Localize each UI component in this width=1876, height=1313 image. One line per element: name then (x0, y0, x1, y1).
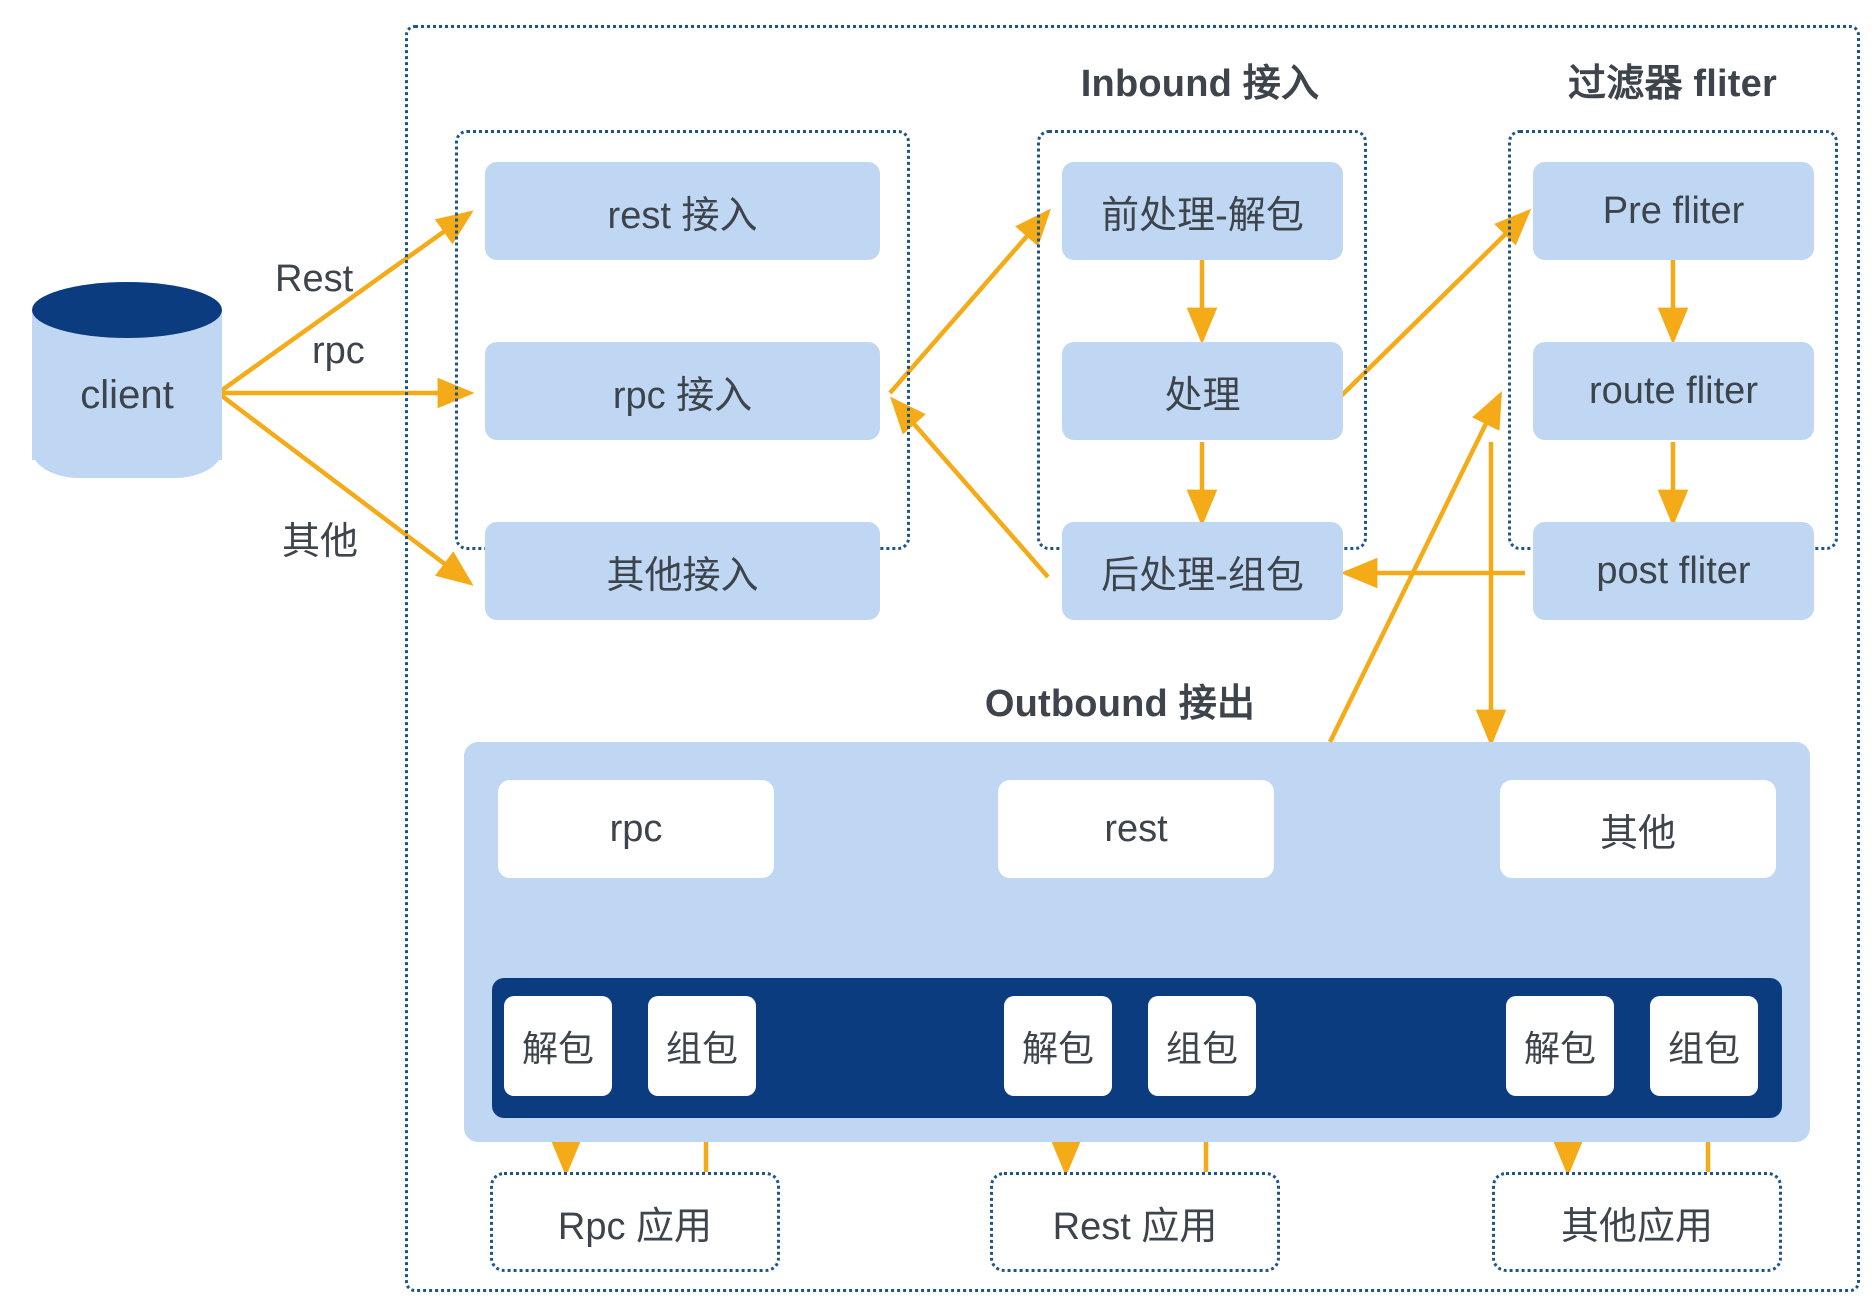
codec-decode-rest[interactable]: 解包 (1004, 996, 1112, 1096)
app-rest[interactable]: Rest 应用 (990, 1172, 1280, 1272)
node-other-access-label: 其他接入 (606, 554, 759, 597)
app-rpc-label: Rpc 应用 (557, 1205, 713, 1248)
codec-encode-rpc[interactable]: 组包 (648, 996, 756, 1096)
node-rest-access-label: rest 接入 (607, 194, 758, 237)
node-other-access[interactable]: 其他接入 (485, 522, 880, 620)
app-other[interactable]: 其他应用 (1492, 1172, 1782, 1272)
codec-encode-rpc-label: 组包 (665, 1028, 738, 1069)
node-post-fliter[interactable]: post fliter (1533, 522, 1814, 620)
codec-decode-other[interactable]: 解包 (1506, 996, 1614, 1096)
node-preprocess-decode[interactable]: 前处理-解包 (1062, 162, 1343, 260)
outbound-protocol-rest[interactable]: rest (998, 780, 1274, 878)
codec-decode-rpc-label: 解包 (521, 1028, 594, 1069)
node-pre-fliter[interactable]: Pre fliter (1533, 162, 1814, 260)
node-rest-access[interactable]: rest 接入 (485, 162, 880, 260)
client-label: client (80, 372, 174, 417)
codec-encode-other-label: 组包 (1667, 1028, 1740, 1069)
codec-decode-rpc[interactable]: 解包 (504, 996, 612, 1096)
node-process-label: 处理 (1164, 374, 1241, 417)
app-rpc[interactable]: Rpc 应用 (490, 1172, 780, 1272)
codec-encode-other[interactable]: 组包 (1650, 996, 1758, 1096)
app-rest-label: Rest 应用 (1052, 1205, 1218, 1248)
outbound-group-caption: Outbound 接出 (984, 683, 1256, 725)
node-postprocess-encode[interactable]: 后处理-组包 (1062, 522, 1343, 620)
app-other-label: 其他应用 (1560, 1205, 1713, 1248)
outbound-protocol-other[interactable]: 其他 (1500, 780, 1776, 878)
outbound-protocol-other-label: 其他 (1599, 812, 1676, 855)
edge-label-rest: Rest (275, 258, 354, 300)
codec-decode-rest-label: 解包 (1021, 1028, 1094, 1069)
filter-group-caption: 过滤器 fliter (1568, 63, 1777, 105)
cylinder-top (32, 282, 222, 338)
node-process[interactable]: 处理 (1062, 342, 1343, 440)
node-rpc-access[interactable]: rpc 接入 (485, 342, 880, 440)
edge-label-rpc: rpc (312, 330, 365, 372)
codec-encode-rest-label: 组包 (1165, 1028, 1238, 1069)
gateway-boundary (405, 25, 1860, 1292)
inbound-group-caption: Inbound 接入 (1080, 63, 1320, 105)
outbound-protocol-rpc[interactable]: rpc (498, 780, 774, 878)
node-postprocess-encode-label: 后处理-组包 (1101, 554, 1304, 597)
codec-decode-other-label: 解包 (1523, 1028, 1596, 1069)
node-route-fliter[interactable]: route fliter (1533, 342, 1814, 440)
outbound-protocol-rest-label: rest (1104, 807, 1168, 850)
outbound-protocol-rpc-label: rpc (609, 807, 663, 850)
node-rpc-access-label: rpc 接入 (612, 374, 753, 417)
edge-label-other: 其他 (282, 521, 359, 563)
client-cylinder[interactable]: client (32, 282, 222, 482)
node-route-fliter-label: route fliter (1589, 369, 1758, 412)
codec-encode-rest[interactable]: 组包 (1148, 996, 1256, 1096)
node-post-fliter-label: post fliter (1596, 549, 1751, 592)
node-pre-fliter-label: Pre fliter (1602, 189, 1745, 232)
node-preprocess-decode-label: 前处理-解包 (1101, 194, 1304, 237)
